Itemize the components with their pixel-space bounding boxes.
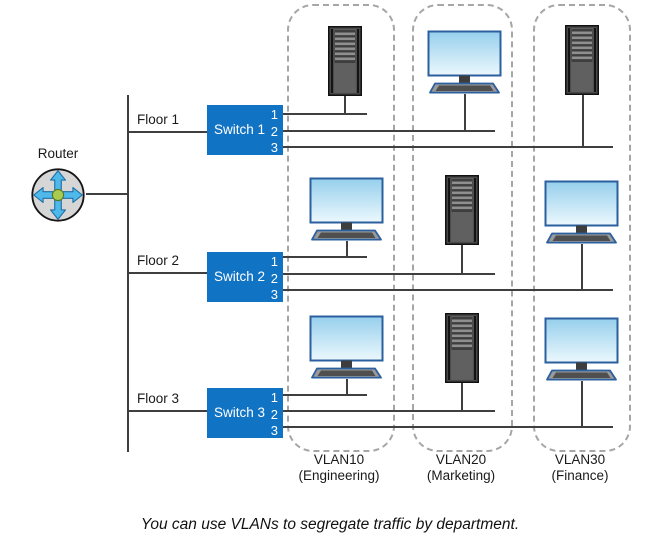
switch3-port1-label: 1 <box>270 390 278 405</box>
f1-vlan20-drop-line <box>464 94 466 132</box>
switch2-port1-link <box>282 256 367 258</box>
f2-vlan30-drop-line <box>581 244 583 291</box>
floor1-branch-line <box>128 131 207 133</box>
computer-icon <box>426 30 504 94</box>
floor2-label: Floor 2 <box>137 253 180 268</box>
switch2-port3-label: 3 <box>270 287 278 302</box>
vlan30-label: VLAN30 (Finance) <box>520 452 640 484</box>
router-label: Router <box>37 146 79 161</box>
switch3-port2-label: 2 <box>270 407 278 422</box>
vlan20-name: VLAN20 <box>435 452 487 467</box>
switch1-label: Switch 1 <box>214 122 266 137</box>
f2-vlan10-drop-line <box>346 241 348 258</box>
router-icon <box>30 167 86 223</box>
f3-vlan10-drop-line <box>346 379 348 396</box>
server-icon <box>445 175 479 245</box>
switch1-port2-label: 2 <box>270 124 278 139</box>
vlan30-zone <box>533 4 631 452</box>
switch1-port1-label: 1 <box>270 107 278 122</box>
f3-vlan20-drop-line <box>461 383 463 412</box>
vlan30-name: VLAN30 <box>554 452 606 467</box>
computer-icon <box>543 180 621 244</box>
switch3-label: Switch 3 <box>214 405 266 420</box>
floor2-branch-line <box>128 272 207 274</box>
switch2-port1-label: 1 <box>270 254 278 269</box>
switch3-port2-link <box>282 410 495 412</box>
f1-vlan10-drop-line <box>344 96 346 115</box>
vlan20-dept: (Marketing) <box>426 468 496 483</box>
switch1-port1-link <box>282 113 367 115</box>
switch1: Switch 1 1 2 3 <box>207 105 283 155</box>
vlan20-zone <box>412 4 513 452</box>
vlan30-dept: (Finance) <box>551 468 609 483</box>
floor3-branch-line <box>128 410 207 412</box>
vlan10-dept: (Engineering) <box>298 468 380 483</box>
f2-vlan20-drop-line <box>461 245 463 275</box>
computer-icon <box>308 177 386 241</box>
server-icon <box>565 25 599 95</box>
switch1-port3-label: 3 <box>270 140 278 155</box>
server-icon <box>445 313 479 383</box>
diagram-caption: You can use VLANs to segregate traffic b… <box>140 516 520 533</box>
computer-icon <box>543 317 621 381</box>
switch1-port2-link <box>282 130 495 132</box>
switch3-port3-link <box>282 426 613 428</box>
switch2-label: Switch 2 <box>214 269 266 284</box>
vlan20-label: VLAN20 (Marketing) <box>401 452 521 484</box>
switch2-port2-label: 2 <box>270 271 278 286</box>
server-icon <box>328 26 362 96</box>
switch2: Switch 2 1 2 3 <box>207 252 283 302</box>
computer-icon <box>308 315 386 379</box>
f3-vlan30-drop-line <box>581 381 583 428</box>
switch2-port2-link <box>282 273 495 275</box>
router-trunk-link <box>86 193 128 195</box>
floor1-label: Floor 1 <box>137 112 180 127</box>
switch2-port3-link <box>282 289 613 291</box>
switch3-port1-link <box>282 394 367 396</box>
switch3-port3-label: 3 <box>270 423 278 438</box>
f1-vlan30-drop-line <box>582 95 584 148</box>
vlan10-label: VLAN10 (Engineering) <box>279 452 399 484</box>
vlan10-name: VLAN10 <box>313 452 365 467</box>
vlan10-zone <box>287 4 395 452</box>
floor3-label: Floor 3 <box>137 391 180 406</box>
switch3: Switch 3 1 2 3 <box>207 388 283 438</box>
switch1-port3-link <box>282 146 613 148</box>
